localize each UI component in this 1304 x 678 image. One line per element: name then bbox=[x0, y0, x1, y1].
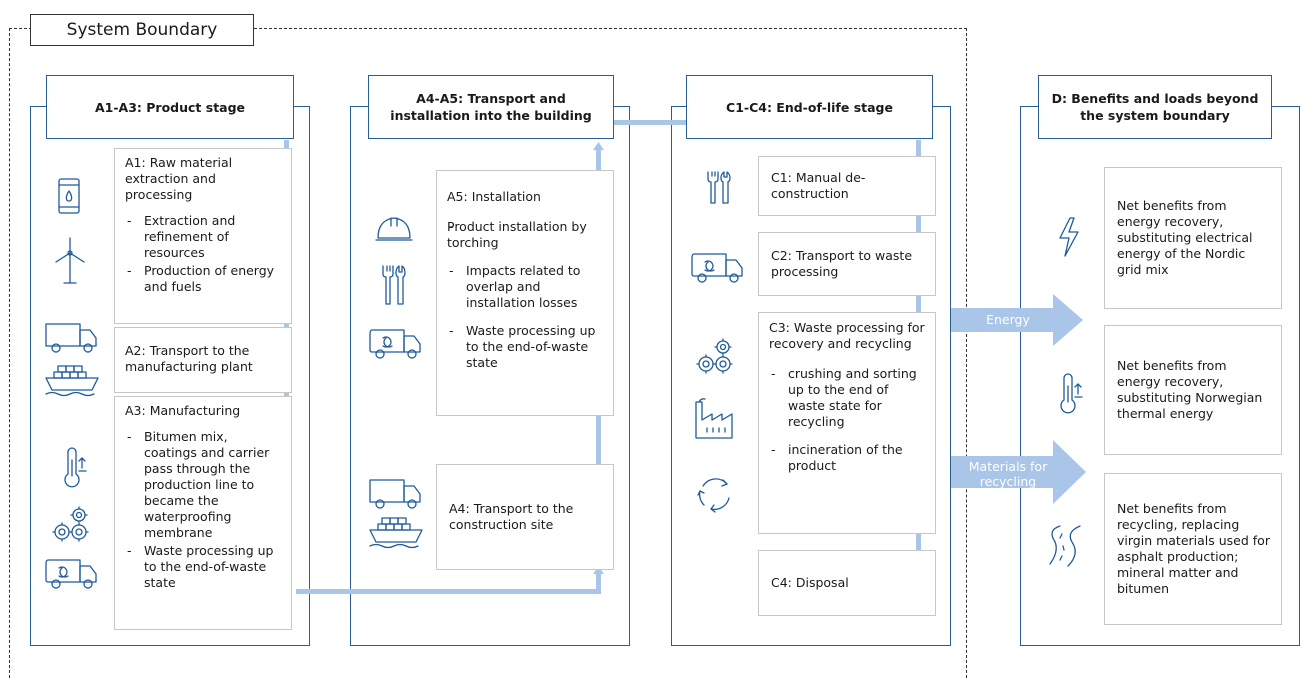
thermometer-icon bbox=[62, 447, 90, 492]
a3-title: A3: Manufacturing bbox=[125, 403, 241, 418]
thermometer-icon bbox=[1058, 373, 1086, 418]
truck-icon bbox=[44, 322, 100, 358]
flow-line-bottom bbox=[296, 589, 601, 594]
d2-text: Net benefits from energy recovery, subst… bbox=[1117, 358, 1263, 421]
box-c3: C3: Waste processing for recovery and re… bbox=[758, 312, 936, 534]
header-d: D: Benefits and loads beyond the system … bbox=[1038, 75, 1272, 139]
box-c4: C4: Disposal bbox=[758, 550, 936, 616]
road-icon bbox=[1046, 524, 1086, 572]
cargo-ship-icon bbox=[368, 516, 424, 556]
cargo-ship-icon bbox=[44, 364, 100, 404]
factory-icon bbox=[692, 396, 736, 446]
a1-item-2: Production of energy and fuels bbox=[125, 263, 283, 295]
box-c2: C2: Transport to waste processing bbox=[758, 232, 936, 296]
a3-item-2: Waste processing up to the end-of-waste … bbox=[125, 543, 283, 591]
a5-item-1: Product installation by torching bbox=[447, 219, 605, 251]
flow-line-top bbox=[600, 120, 696, 125]
materials-arrow-label: Materials for recycling bbox=[968, 459, 1048, 489]
header-a1-a3: A1-A3: Product stage bbox=[46, 75, 294, 139]
c3-item-1: crushing and sorting up to the end of wa… bbox=[769, 366, 927, 430]
d1-text: Net benefits from energy recovery, subst… bbox=[1117, 198, 1253, 277]
wind-turbine-icon bbox=[52, 236, 88, 288]
a4-title: A4: Transport to the construction site bbox=[449, 501, 574, 532]
box-a1: A1: Raw material extraction and processi… bbox=[114, 148, 292, 324]
box-a2: A2: Transport to the manufacturing plant bbox=[114, 327, 292, 393]
a5-title: A5: Installation bbox=[447, 189, 541, 204]
box-d2: Net benefits from energy recovery, subst… bbox=[1104, 325, 1282, 455]
truck-icon bbox=[368, 478, 424, 514]
box-c1: C1: Manual de-construction bbox=[758, 156, 936, 216]
c3-title: C3: Waste processing for recovery and re… bbox=[769, 320, 925, 351]
d3-text: Net benefits from recycling, replacing v… bbox=[1117, 501, 1270, 596]
garbage-truck-icon bbox=[368, 326, 424, 364]
c2-title: C2: Transport to waste processing bbox=[771, 248, 913, 279]
box-d3: Net benefits from recycling, replacing v… bbox=[1104, 473, 1282, 625]
a1-item-1: Extraction and refinement of resources bbox=[125, 213, 283, 261]
gears-icon bbox=[694, 338, 738, 382]
a1-title: A1: Raw material extraction and processi… bbox=[125, 155, 233, 202]
garbage-truck-icon bbox=[44, 556, 100, 594]
c1-title: C1: Manual de-construction bbox=[771, 170, 866, 201]
lightning-icon bbox=[1056, 216, 1082, 262]
c4-title: C4: Disposal bbox=[771, 575, 849, 590]
header-c1-c4: C1-C4: End-of-life stage bbox=[686, 75, 933, 139]
recycle-icon bbox=[695, 474, 735, 518]
box-a3: A3: Manufacturing Bitumen mix, coatings … bbox=[114, 396, 292, 630]
garbage-truck-icon bbox=[690, 250, 746, 288]
a2-title: A2: Transport to the manufacturing plant bbox=[125, 343, 253, 374]
box-a4: A4: Transport to the construction site bbox=[436, 464, 614, 570]
energy-arrow-label: Energy bbox=[986, 312, 1030, 327]
tools-icon bbox=[378, 264, 408, 312]
header-a4-a5: A4-A5: Transport and installation into t… bbox=[368, 75, 614, 139]
a3-item-1: Bitumen mix, coatings and carrier pass t… bbox=[125, 429, 283, 541]
a5-item-3: Waste processing up to the end-of-waste … bbox=[447, 323, 605, 371]
tools-icon bbox=[703, 170, 733, 210]
system-boundary-label: System Boundary bbox=[30, 14, 254, 46]
oil-barrel-icon bbox=[57, 178, 81, 218]
c3-item-2: incineration of the product bbox=[769, 442, 927, 474]
gears-icon bbox=[50, 506, 94, 550]
system-boundary bbox=[9, 28, 967, 678]
box-d1: Net benefits from energy recovery, subst… bbox=[1104, 167, 1282, 309]
a5-item-2: Impacts related to overlap and installat… bbox=[447, 263, 605, 311]
box-a5: A5: Installation Product installation by… bbox=[436, 170, 614, 416]
hard-hat-icon bbox=[374, 214, 414, 248]
